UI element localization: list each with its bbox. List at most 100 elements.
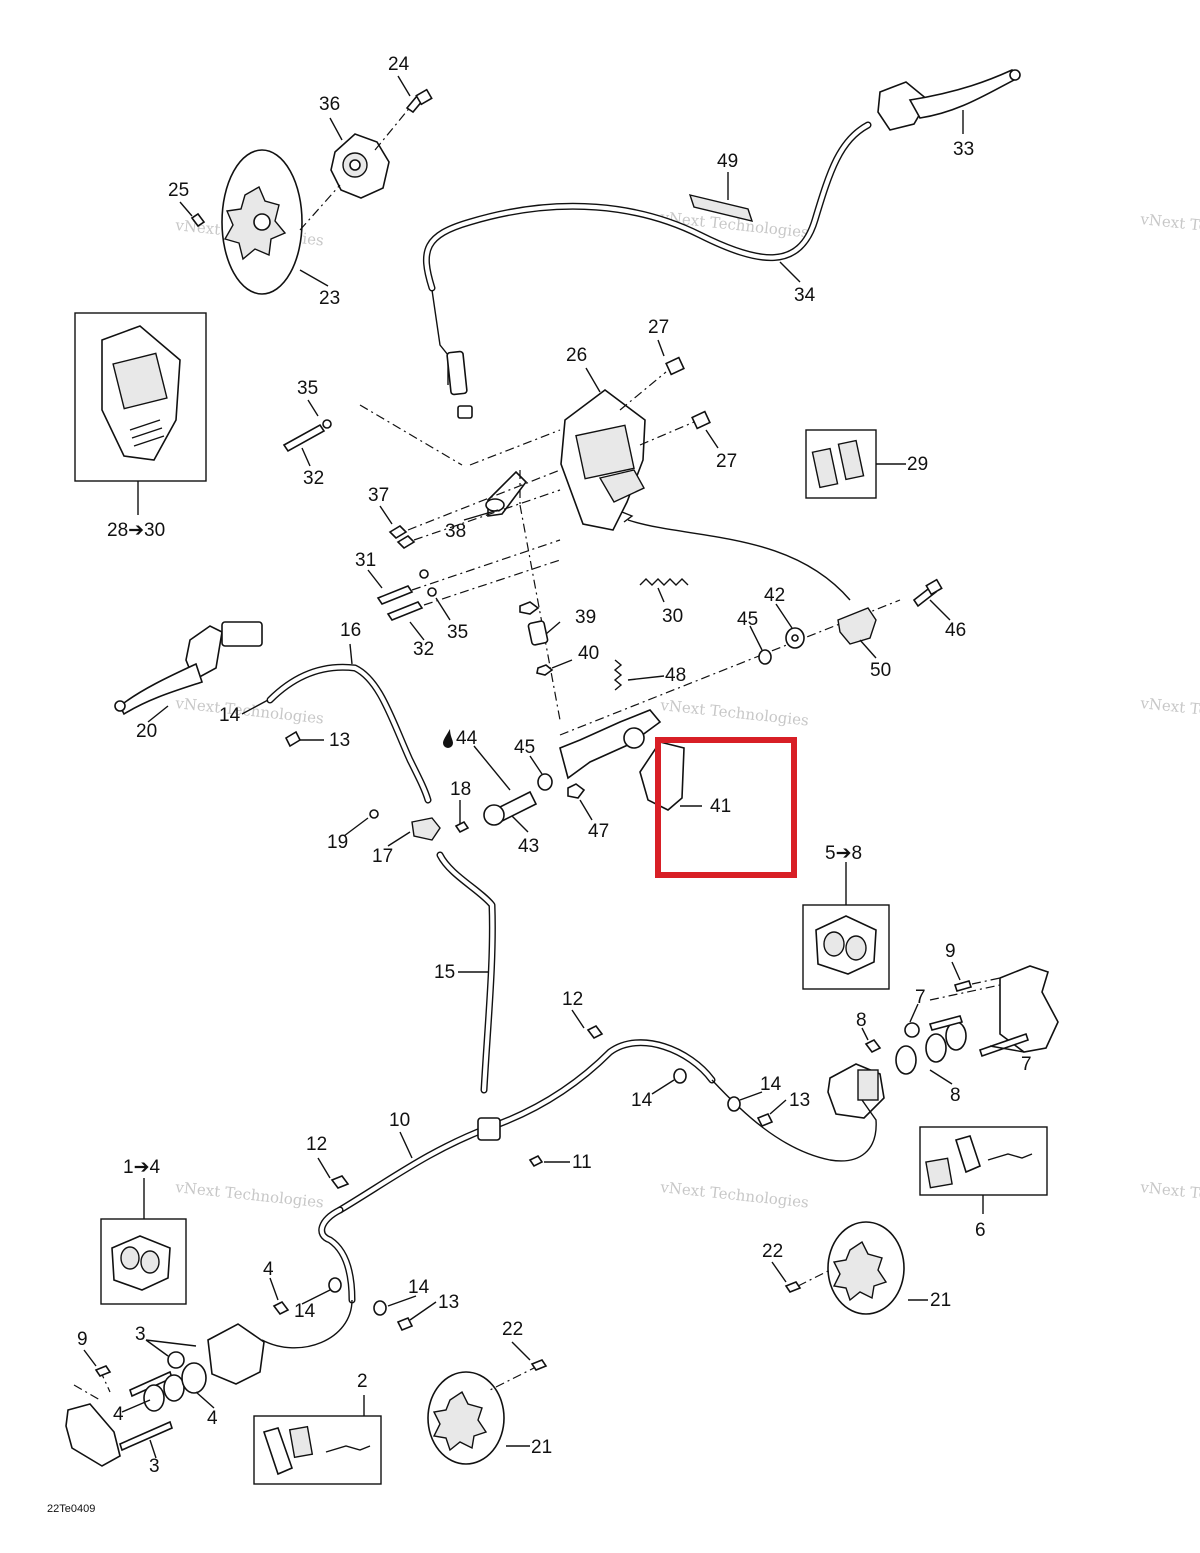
rear-brake-disc-23 (221, 149, 303, 295)
leader-lines (83, 75, 1025, 1459)
hand-lever-33 (877, 69, 1021, 131)
callout-11: 11 (572, 1152, 592, 1173)
washer-45-upper (758, 649, 772, 665)
callout-22-right: 22 (762, 1241, 783, 1262)
callout-36: 36 (319, 94, 340, 115)
callout-8-lower: 8 (950, 1085, 961, 1106)
banjo-bolt-13-upper (284, 730, 302, 748)
callout-4-left: 4 (113, 1404, 124, 1425)
callout-16: 16 (340, 620, 361, 641)
callout-27-upper: 27 (648, 317, 669, 338)
callout-40: 40 (578, 643, 599, 664)
callout-38: 38 (445, 521, 466, 542)
callout-14-right-b: 14 (760, 1074, 782, 1095)
callout-29: 29 (907, 454, 928, 475)
watermark-text: vNext Technologies (1139, 694, 1200, 728)
callout-8-upper: 8 (856, 1010, 867, 1031)
spring-30 (639, 578, 689, 586)
nut-47 (567, 783, 586, 799)
callout-45-upper: 45 (737, 609, 758, 630)
callout-7-lower: 7 (1021, 1054, 1032, 1075)
diagram-code: 22Te0409 (47, 1503, 95, 1515)
callout-9-left: 9 (77, 1329, 88, 1350)
callout-21-left: 21 (531, 1437, 552, 1458)
screws-31-32 (376, 569, 437, 621)
bolt-27-upper (665, 356, 685, 376)
caliper-bracket-right (999, 965, 1059, 1053)
bolt-9-right (953, 980, 973, 992)
callout-37: 37 (368, 485, 389, 506)
callout-43: 43 (518, 836, 539, 857)
nut-40 (536, 664, 554, 676)
brake-disc-21-left (427, 1371, 505, 1465)
callout-31: 31 (355, 550, 376, 571)
caliper-kit-box-28-30 (74, 312, 207, 482)
callout-25: 25 (168, 180, 189, 201)
callout-14-upper: 14 (219, 705, 241, 726)
callout-20: 20 (136, 721, 157, 742)
callout-17: 17 (372, 846, 393, 867)
callout-44: 44 (456, 728, 478, 749)
tee-fitting (477, 1117, 501, 1141)
nut-12-upper (586, 1024, 604, 1040)
callout-19: 19 (327, 832, 348, 853)
caliper-body-left (207, 1323, 265, 1385)
lever-arm-41-assembly (559, 709, 685, 811)
screw-11 (528, 1154, 544, 1168)
banjo-14-13-right (673, 1068, 774, 1128)
pad-kit-box-6 (919, 1126, 1048, 1196)
bolt-25 (190, 212, 206, 228)
screw-18 (454, 820, 470, 834)
callout-3-upper: 3 (135, 1324, 146, 1345)
callout-23: 23 (319, 288, 340, 309)
callout-14-left-a: 14 (408, 1277, 430, 1298)
screws-37 (388, 524, 416, 550)
callout-45-lower: 45 (514, 737, 535, 758)
watermark-text: vNext Technologies (1139, 1178, 1200, 1212)
callout-48: 48 (665, 665, 686, 686)
pad-kit-box-2 (253, 1415, 382, 1485)
callout-5-8: 5➔8 (825, 843, 862, 864)
bolt-27-lower (691, 410, 711, 430)
pivot-bolt-43 (483, 790, 538, 826)
callout-34: 34 (794, 285, 816, 306)
watermark-text: vNext Technologies (659, 696, 810, 730)
callout-33: 33 (953, 139, 974, 160)
clip-17 (411, 817, 441, 841)
callout-24: 24 (388, 54, 410, 75)
callout-12-upper: 12 (562, 989, 583, 1010)
pistons-8-right (895, 1021, 967, 1075)
watermark-text: vNext Technologies (174, 1178, 325, 1212)
nut-19 (369, 809, 379, 819)
brake-disc-21-right (827, 1221, 905, 1315)
callout-47: 47 (588, 821, 609, 842)
callout-2: 2 (357, 1371, 368, 1392)
bolt-46 (912, 578, 943, 608)
caliper-box-1-4 (100, 1218, 187, 1305)
watermark-text: vNext Technologies (659, 1178, 810, 1212)
callout-13-upper: 13 (329, 730, 350, 751)
callout-9-right: 9 (945, 941, 956, 962)
callout-28-30: 28➔30 (107, 520, 165, 541)
callout-50: 50 (870, 660, 891, 681)
callout-14-left-b: 14 (294, 1301, 316, 1322)
callout-3-lower: 3 (149, 1456, 160, 1477)
washer-42 (785, 627, 805, 649)
callout-35-upper: 35 (297, 378, 318, 399)
screw-22-left (530, 1359, 548, 1371)
callout-4-mid: 4 (207, 1408, 218, 1429)
callout-4-top: 4 (263, 1259, 274, 1280)
screw-24 (405, 88, 433, 114)
pins-7-right (904, 1015, 1030, 1058)
callout-49: 49 (717, 151, 738, 172)
callout-42: 42 (764, 585, 785, 606)
watermark-text: vNext Technologies (1139, 210, 1200, 244)
callout-1-4: 1➔4 (123, 1157, 160, 1178)
caliper-bracket-left (65, 1403, 121, 1467)
callout-labels: 24 36 25 23 49 33 34 27 26 27 35 32 28➔3… (47, 54, 1032, 1515)
callout-10: 10 (389, 1110, 410, 1131)
callout-35-lower: 35 (447, 622, 468, 643)
spring-48 (613, 659, 623, 691)
callout-13-left: 13 (438, 1292, 459, 1313)
callout-15: 15 (434, 962, 455, 983)
